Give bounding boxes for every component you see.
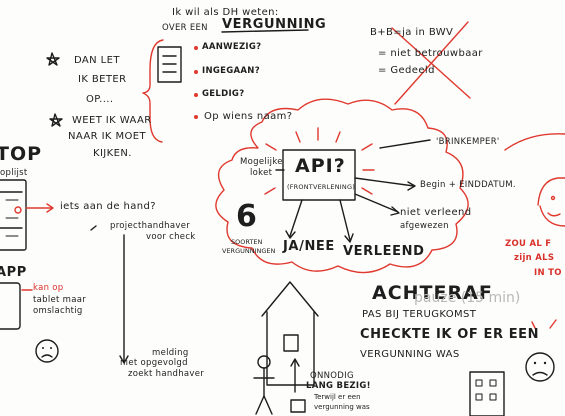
bullet-dot — [194, 115, 198, 119]
building-icon — [469, 371, 505, 416]
red-curve — [504, 133, 565, 151]
achteraf-small1: ONNODIG — [310, 371, 354, 381]
arrow-ja-nee — [289, 199, 303, 237]
app-label: APP — [0, 265, 27, 280]
api-box — [282, 149, 356, 201]
document-icon — [157, 46, 182, 83]
right-edge-line2: zijn ALS — [514, 253, 555, 263]
question-text: iets aan de hand? — [60, 201, 156, 212]
red-cross — [394, 21, 469, 105]
left-bullet1-line2: IK BETER — [78, 74, 127, 85]
cloud-shape — [215, 98, 469, 274]
red-person-icon — [537, 177, 565, 227]
camera-icon — [290, 399, 306, 413]
pauze-overlay: pauze (15 min) — [414, 290, 521, 306]
formula-text: B+B=ja in BWV — [370, 27, 454, 38]
left-bullet2-line3: KIJKEN. — [93, 148, 132, 159]
top-right-line1: = niet betrouwbaar — [378, 48, 483, 59]
checklist-item-geldig: GELDIG? — [202, 89, 245, 99]
arrow-verleend — [339, 199, 351, 241]
top-right-line2: = Gedeeld — [378, 65, 435, 76]
intro-line1: Ik wil als DH weten: — [172, 7, 279, 18]
cloud-verleend: VERLEEND — [343, 244, 425, 259]
cloud-left-line2: loket — [250, 168, 273, 178]
api-label: API? — [295, 155, 346, 177]
star-icon — [49, 113, 63, 127]
achteraf-small4: vergunning was — [314, 403, 370, 411]
cloud-niet-verleend-1: niet verleend — [400, 207, 472, 218]
person-icon — [253, 355, 275, 415]
checklist-item-aanwezig: AANWEZIG? — [202, 42, 262, 52]
arrow-begin — [354, 177, 415, 187]
cloud-ja-nee: JA/NEE — [283, 239, 335, 254]
api-sub: (FRONTVERLENING) — [287, 183, 355, 191]
house-icon — [261, 281, 319, 386]
cloud-begin: Begin + EINDDATUM. — [420, 180, 516, 190]
tablet-icon — [0, 282, 21, 330]
cloud-soorten-2: VERGUNNINGEN — [222, 247, 276, 255]
cloud-brinkemper: 'BRINKEMPER' — [436, 137, 500, 147]
bottom-line2: niet opgevolgd — [120, 358, 188, 368]
app-note-line1: kan op — [33, 283, 64, 293]
achteraf-small2: LANG BEZIG! — [306, 381, 371, 391]
bottom-line3: zoekt handhaver — [128, 369, 205, 379]
cloud-six: 6 — [236, 199, 257, 234]
achteraf-small3: Terwijl er een — [314, 393, 361, 401]
cloud-left-line1: Mogelijke — [240, 157, 283, 167]
sad-face-icon — [35, 339, 59, 363]
app-note-line3: omslachtig — [33, 306, 83, 316]
red-bracket — [142, 39, 164, 143]
underline — [221, 29, 309, 33]
bullet-dot — [194, 70, 198, 74]
arrow-brinkemper — [379, 139, 431, 149]
step-line2: voor check — [146, 232, 196, 242]
top-sub: oplijst — [0, 168, 28, 178]
app-note-line2: tablet maar — [33, 295, 87, 305]
right-edge-line3: IN TO — [534, 268, 562, 278]
cloud-niet-verleend-2: afgewezen — [400, 221, 449, 231]
bottom-line1: melding — [152, 348, 189, 358]
right-edge-line1: ZOU AL F — [505, 239, 552, 249]
bullet-dot — [194, 93, 198, 97]
left-bullet1-line3: OP.... — [86, 94, 114, 105]
left-bullet2-line1: WEET IK WAAR — [72, 115, 152, 126]
intro-line2: OVER EEN — [162, 23, 208, 33]
arrow-niet-verleend — [354, 193, 399, 213]
top-label: TOP — [0, 143, 43, 165]
achteraf-line2: CHECKTE IK OF ER EEN — [360, 327, 540, 342]
device-dot — [14, 206, 22, 214]
phone-device-icon — [0, 179, 27, 251]
achteraf-line3: VERGUNNING WAS — [360, 349, 460, 360]
arrow-tick — [90, 225, 97, 231]
cloud-soorten-1: SOORTEN — [231, 238, 263, 246]
checklist-item-ingegaan: INGEGAAN? — [202, 66, 260, 76]
step-line1: projecthandhaver — [110, 221, 191, 231]
achteraf-title: ACHTERAF — [372, 282, 493, 304]
star-icon — [46, 52, 60, 66]
left-bullet1-line1: DAN LET — [74, 55, 120, 66]
left-bullet2-line2: NAAR IK MOET — [68, 131, 146, 142]
checklist-item-naam: Op wiens naam? — [204, 111, 293, 122]
intro-vergunning: VERGUNNING — [222, 17, 327, 32]
achteraf-line1: PAS BIJ TERUGKOMST — [362, 309, 477, 320]
bullet-dot — [194, 46, 198, 50]
sad-face-icon — [525, 352, 555, 382]
